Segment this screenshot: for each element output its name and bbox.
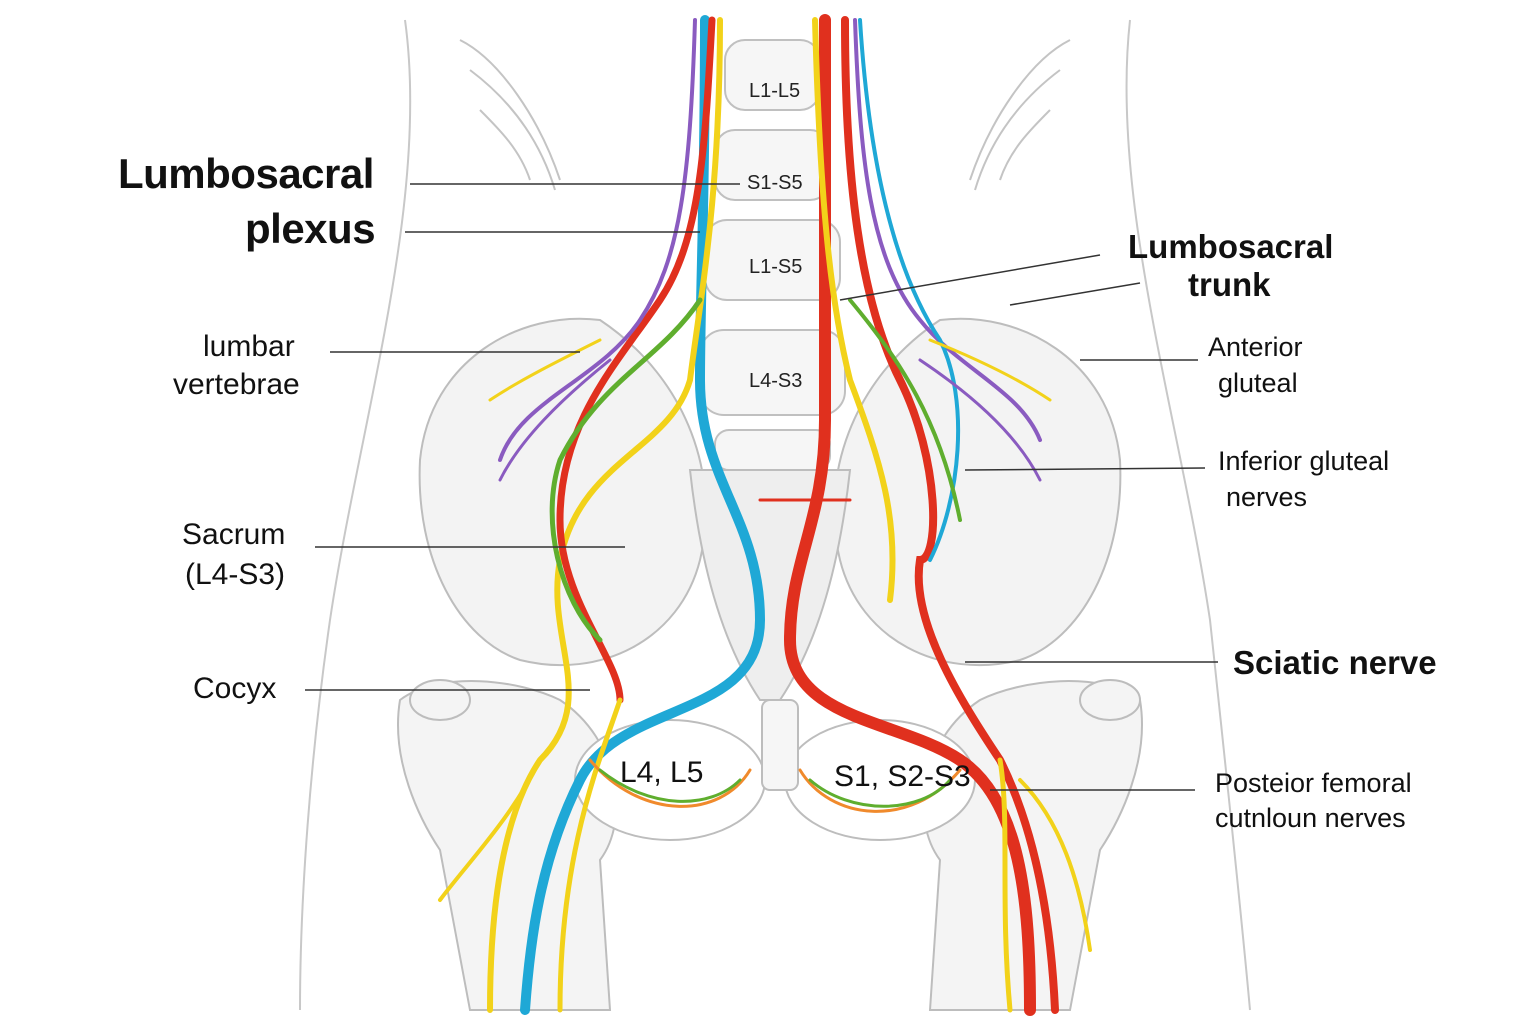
label-lumbosacral-trunk-line1: Lumbosacral [1128,228,1334,265]
label-posterior-femoral-line1: Posteior femoral [1215,768,1412,798]
ribs [459,39,1071,191]
label-sacrum-line1: Sacrum [182,518,286,551]
label-anterior-gluteal-line2: gluteal [1218,368,1298,398]
label-lumbosacral-plexus-line2: plexus [245,205,376,252]
leader-lines [305,183,1218,791]
segment-label-1: L1-L5 [749,80,801,102]
label-cocyx: Cocyx [193,672,277,705]
nerves [438,14,1092,1016]
body-outline [299,19,1251,1011]
label-lumbar-vertebrae-line1: lumbar [203,330,295,363]
label-posterior-femoral-line2: cutnloun nerves [1215,803,1406,833]
label-sciatic-nerve: Sciatic nerve [1233,644,1437,681]
segment-label-3: L1-S5 [749,256,803,278]
right-foramen-label: S1, S2-S3 [834,760,971,793]
label-sacrum-line2: (L4-S3) [185,558,286,591]
label-lumbar-vertebrae-line2: vertebrae [173,368,300,401]
sacrum-bone [688,469,852,701]
label-lumbosacral-trunk-line2: trunk [1188,266,1271,303]
left-foramen-label: L4, L5 [620,756,704,789]
label-lumbosacral-plexus-line1: Lumbosacral [118,150,374,197]
pubic-symphysis [761,699,799,791]
segment-label-4: L4-S3 [749,370,803,392]
label-anterior-gluteal-line1: Anterior [1208,332,1303,362]
label-inferior-gluteal-line2: nerves [1226,482,1308,512]
segment-label-2: S1-S5 [747,172,803,194]
label-inferior-gluteal-line1: Inferior gluteal [1218,446,1390,476]
